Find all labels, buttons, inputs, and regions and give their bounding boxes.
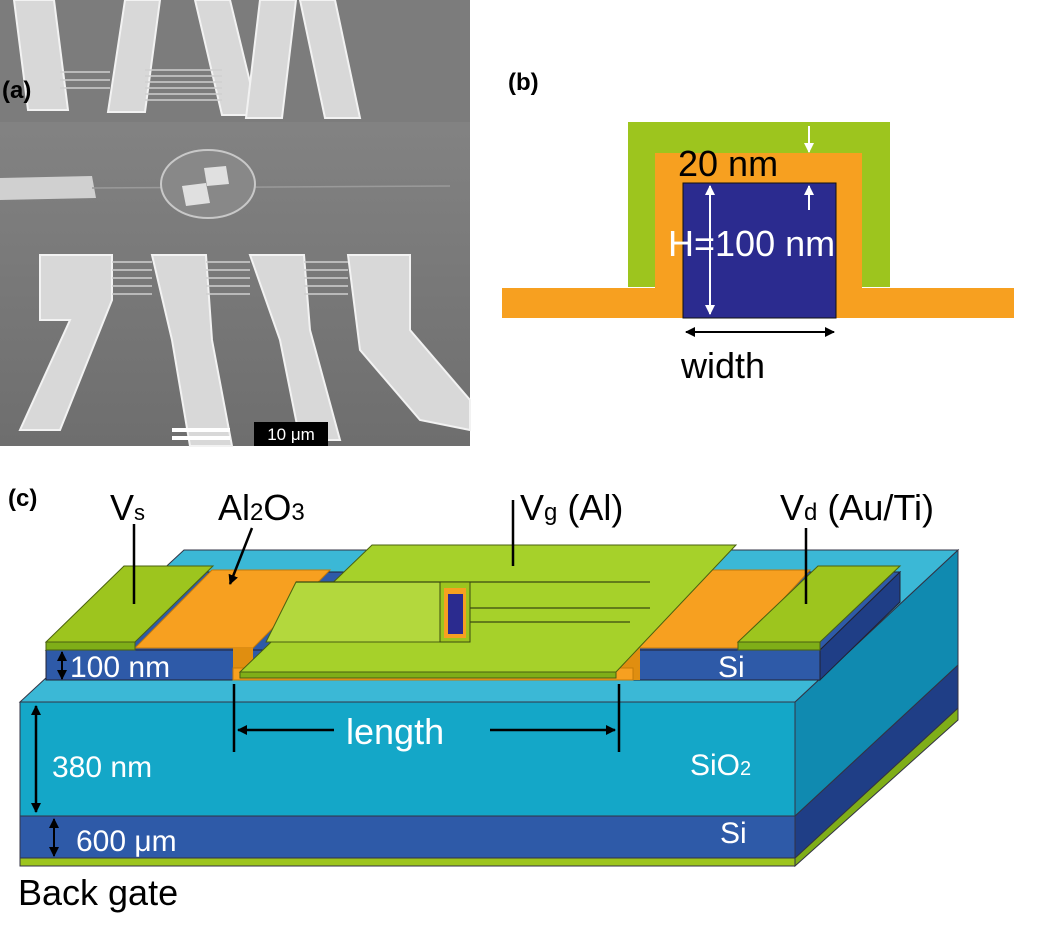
- panel-c-label: (c): [8, 485, 37, 512]
- si-top-label: Si: [718, 651, 745, 684]
- cross-section: (b) 20 nm H=100 nm width: [502, 69, 1014, 386]
- box-thickness-label: 380 nm: [52, 751, 152, 784]
- substrate-thickness-label: 600 μm: [76, 825, 177, 858]
- length-label: length: [346, 711, 444, 752]
- pointer-arrow-icon: [228, 527, 254, 585]
- thickness-label: 20 nm: [678, 143, 778, 184]
- sem-left-bar: [0, 176, 96, 200]
- si-substrate-label: Si: [720, 817, 747, 850]
- nanowire-core: [682, 182, 837, 319]
- height-label: H=100 nm: [668, 223, 835, 264]
- sem-bottom-electrodes: [18, 254, 471, 447]
- panel-b-label: (b): [508, 69, 539, 96]
- si-substrate-layer: [19, 815, 796, 859]
- si-thickness-label: 100 nm: [70, 651, 170, 684]
- sem-top-grating: [60, 69, 222, 101]
- scale-bar-label: 10 μm: [267, 425, 315, 444]
- oxide-label: Al2O3: [218, 487, 305, 528]
- device-schematic: (c): [8, 485, 960, 913]
- scale-bar-line: [172, 428, 230, 432]
- panel-a-label: (a): [2, 77, 31, 104]
- width-label: width: [680, 345, 765, 386]
- drain-label: Vd (Au/Ti): [780, 487, 934, 528]
- sem-top-electrodes: [12, 0, 362, 119]
- scale-bar-box: [254, 422, 328, 446]
- nanowire-end: [448, 594, 463, 634]
- back-gate-layer: [19, 857, 796, 867]
- source-label: Vs: [110, 487, 145, 528]
- sem-micrograph: 10 μm (a): [0, 0, 471, 447]
- sem-bottom-grating: [112, 261, 348, 295]
- box-label: SiO2: [690, 749, 751, 782]
- gate-wrap: [265, 581, 471, 643]
- oxide-left-top: [133, 569, 332, 649]
- gate-label: Vg (Al): [520, 487, 623, 528]
- back-gate-label: Back gate: [18, 872, 178, 913]
